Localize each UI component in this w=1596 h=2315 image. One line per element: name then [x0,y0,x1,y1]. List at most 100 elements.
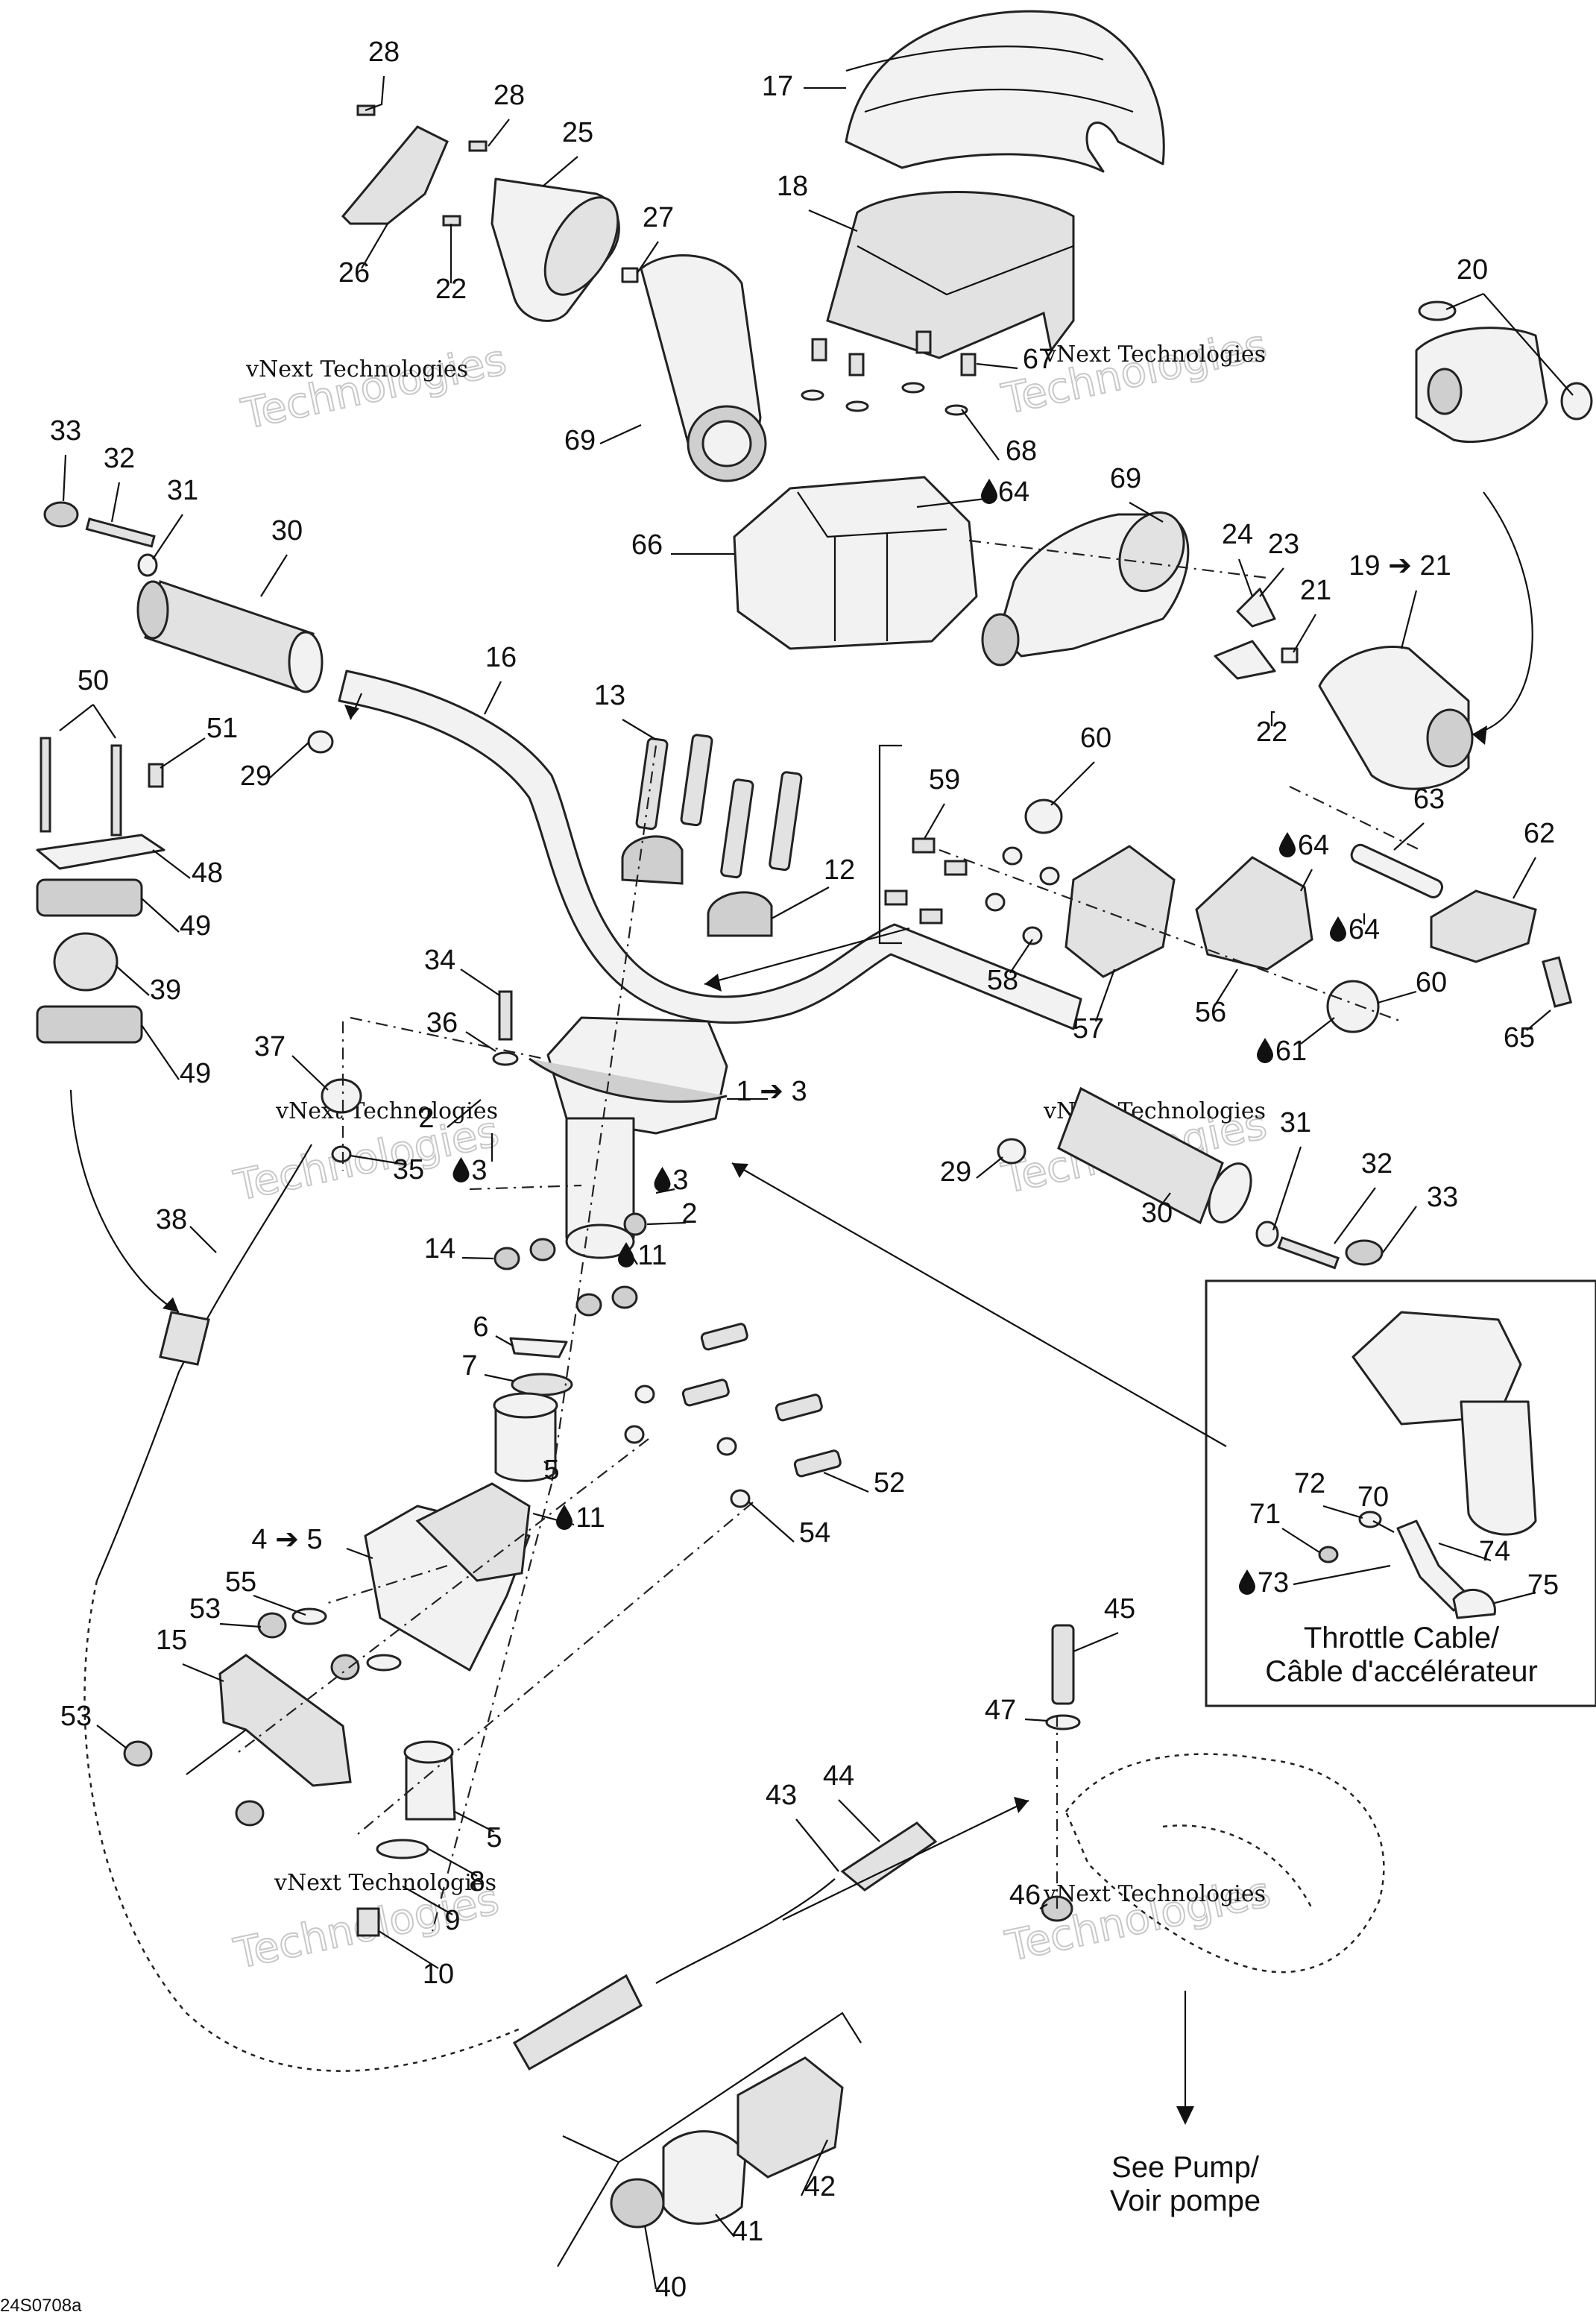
callout-57: 57 [1073,1013,1104,1045]
leader-lines [59,75,1574,2290]
callout-45: 45 [1104,1593,1135,1625]
pad-ridge [845,45,1104,72]
lubricant-drop-icon [1279,832,1296,857]
callout-59: 59 [929,764,960,796]
part-20-cap [1418,300,1457,321]
cover-edge [857,245,1074,296]
callout-30: 30 [271,515,303,547]
callout-64: 64 [1349,914,1380,945]
part-33-cap [1345,1239,1384,1266]
svg-text:vNext Technologies: vNext Technologies [1043,341,1266,368]
part-33-cap [43,501,79,528]
callout-29: 29 [240,760,271,792]
callout-11: 11 [637,1240,666,1271]
callout-60: 60 [1080,722,1111,754]
callout-13: 13 [594,680,625,711]
lubricant-drop-icon [556,1505,573,1530]
svg-text:vNext Technologies: vNext Technologies [245,356,468,382]
part-cable-housing [512,1974,643,2071]
part-48-plate [36,834,165,870]
part-29-washer [307,730,334,754]
callout-58: 58 [987,965,1018,996]
callout-55: 55 [225,1566,256,1598]
inset-hub [1351,1311,1522,1426]
lubricant-drop-icons [452,479,1346,1595]
part-29-washer [997,1138,1026,1165]
group-bracket [878,744,902,945]
svg-text:vNext Technologies: vNext Technologies [274,1870,496,1896]
callout-5: 5 [486,1822,502,1853]
callout-52: 52 [874,1467,905,1499]
support-column [415,1482,531,1582]
part-71-nut [1318,1546,1339,1563]
grip-end [1208,1162,1252,1223]
part-26-bracket [341,125,449,225]
callout-12: 12 [824,854,855,886]
part-37-fitting [321,1078,362,1114]
callout-21: 21 [1300,575,1331,606]
part-45-bolt [1051,1624,1075,1705]
part-12-clamp [707,891,773,937]
callout-6: 6 [473,1311,488,1343]
part-5-upper-bushing [494,1404,557,1482]
callout-40: 40 [655,2272,687,2303]
part-63-shaft [1350,843,1444,898]
callout-8: 8 [469,1866,485,1897]
callout-50: 50 [78,665,109,696]
pump-note-line2: Voir pompe [1110,2185,1261,2217]
callout-37: 37 [254,1031,286,1062]
part-34-bolt [498,990,513,1041]
callout-43: 43 [766,1780,797,1811]
callout-66: 66 [631,529,663,561]
inset-title-line1: Throttle Cable/ [1304,1622,1500,1654]
pump-detail [1162,1824,1313,1909]
arrow-heads [163,705,1487,2125]
bushing-top [403,1740,454,1764]
pod-face [543,196,619,296]
console-edge [797,491,947,538]
svg-text:Technologies: Technologies [237,336,510,439]
part-47-washer [1045,1714,1081,1730]
callout-61: 61 [1275,1036,1307,1067]
part-66-console-housing [733,476,978,650]
part-62-lever [1430,889,1537,963]
part-42-nut [737,2056,844,2179]
hub-flange [529,1057,728,1103]
stem-bottom [565,1223,635,1259]
callout-9: 9 [444,1905,460,1936]
callout-28: 28 [493,80,525,111]
callout-14: 14 [424,1233,455,1264]
callout-10: 10 [423,1959,454,1990]
lubricant-drop-icon [1239,1569,1255,1595]
callout-1-to-3: 1 ➔ 3 [736,1076,807,1107]
pod-collar [981,613,1020,667]
throttle-mechanism-group [884,799,1573,1033]
callout-23: 23 [1268,529,1299,560]
callout-24: 24 [1222,519,1253,550]
bushing-top [493,1392,558,1419]
part-10-bolt [356,1907,380,1937]
callout-18: 18 [777,171,808,202]
lubricant-drop-icon [618,1242,634,1267]
cable-sleeve [159,1311,210,1366]
callout-71: 71 [1249,1499,1281,1530]
part-16-handlebar [338,670,1082,1030]
callout-33: 33 [1427,1182,1458,1213]
callout-56: 56 [1195,997,1226,1028]
part-43-cable-body [655,1878,836,1984]
callout-41: 41 [732,2216,763,2247]
callout-31: 31 [167,475,198,506]
part-6-clip [509,1337,568,1358]
callout-25: 25 [562,117,593,148]
callout-64: 64 [1298,830,1329,861]
callout-33: 33 [50,415,81,447]
callout-47: 47 [985,1695,1016,1726]
part-35-washer [331,1145,352,1163]
part-31-washer [137,553,158,577]
callout-3: 3 [672,1165,688,1196]
callout-36: 36 [426,1007,458,1039]
part-36-washer [492,1051,519,1066]
callout-19-to-21: 19 ➔ 21 [1349,550,1451,582]
part-8-plate [376,1839,429,1859]
